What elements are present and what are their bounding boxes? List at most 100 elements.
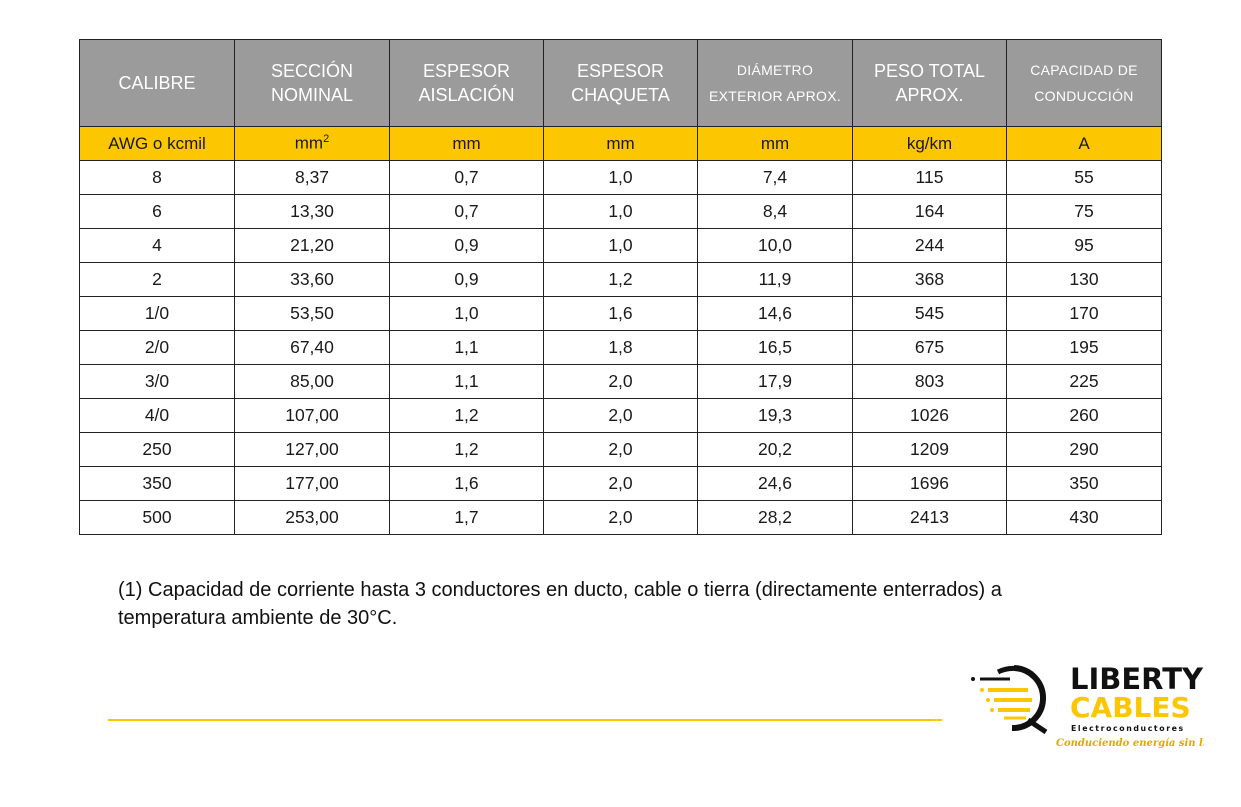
logo-word-liberty: LIBERTY — [1070, 662, 1204, 696]
cell-chaqueta: 2,0 — [543, 364, 698, 399]
footnote-line-2: temperatura ambiente de 30°C. — [118, 607, 398, 629]
unit-calibre: AWG o kcmil — [79, 126, 235, 161]
cell-seccion: 253,00 — [234, 500, 390, 535]
cell-capacidad: 260 — [1006, 398, 1162, 433]
table-units-row: AWG o kcmil mm2 mm mm mm kg/km A — [79, 126, 1162, 161]
cell-calibre: 4/0 — [79, 398, 235, 433]
cell-peso: 675 — [852, 330, 1007, 365]
cell-diametro: 7,4 — [697, 160, 853, 195]
unit-seccion: mm2 — [234, 126, 390, 161]
cell-capacidad: 55 — [1006, 160, 1162, 195]
unit-diametro: mm — [697, 126, 853, 161]
cell-calibre: 350 — [79, 466, 235, 501]
cell-diametro: 8,4 — [697, 194, 853, 229]
cell-capacidad: 430 — [1006, 500, 1162, 535]
cell-capacidad: 290 — [1006, 432, 1162, 467]
cell-peso: 1026 — [852, 398, 1007, 433]
cell-calibre: 3/0 — [79, 364, 235, 399]
cell-diametro: 24,6 — [697, 466, 853, 501]
cell-peso: 244 — [852, 228, 1007, 263]
cell-chaqueta: 2,0 — [543, 432, 698, 467]
cell-diametro: 20,2 — [697, 432, 853, 467]
cell-diametro: 10,0 — [697, 228, 853, 263]
cell-seccion: 177,00 — [234, 466, 390, 501]
cell-chaqueta: 2,0 — [543, 500, 698, 535]
logo-word-cables: CABLES — [1070, 691, 1191, 724]
footnote-line-1: (1) Capacidad de corriente hasta 3 condu… — [118, 579, 1002, 601]
cell-seccion: 67,40 — [234, 330, 390, 365]
cell-calibre: 250 — [79, 432, 235, 467]
cell-chaqueta: 1,6 — [543, 296, 698, 331]
cell-diametro: 17,9 — [697, 364, 853, 399]
cell-calibre: 4 — [79, 228, 235, 263]
cell-peso: 2413 — [852, 500, 1007, 535]
unit-capacidad: A — [1006, 126, 1162, 161]
cell-aislacion: 0,7 — [389, 194, 544, 229]
cell-diametro: 28,2 — [697, 500, 853, 535]
cell-peso: 368 — [852, 262, 1007, 297]
cell-capacidad: 350 — [1006, 466, 1162, 501]
cell-aislacion: 1,6 — [389, 466, 544, 501]
cell-chaqueta: 2,0 — [543, 466, 698, 501]
cell-aislacion: 1,1 — [389, 364, 544, 399]
cell-seccion: 13,30 — [234, 194, 390, 229]
cell-calibre: 1/0 — [79, 296, 235, 331]
unit-peso: kg/km — [852, 126, 1007, 161]
cell-aislacion: 1,2 — [389, 398, 544, 433]
cell-peso: 164 — [852, 194, 1007, 229]
cell-chaqueta: 1,2 — [543, 262, 698, 297]
cell-chaqueta: 1,0 — [543, 228, 698, 263]
logo-slogan: Conduciendo energía sin límites — [1056, 738, 1204, 749]
cell-capacidad: 130 — [1006, 262, 1162, 297]
cell-seccion: 127,00 — [234, 432, 390, 467]
cell-calibre: 2 — [79, 262, 235, 297]
header-calibre: CALIBRE — [79, 39, 235, 127]
cell-aislacion: 1,7 — [389, 500, 544, 535]
cell-capacidad: 170 — [1006, 296, 1162, 331]
cell-capacidad: 225 — [1006, 364, 1162, 399]
cell-capacidad: 75 — [1006, 194, 1162, 229]
cell-seccion: 8,37 — [234, 160, 390, 195]
cell-aislacion: 1,0 — [389, 296, 544, 331]
unit-superscript: 2 — [323, 133, 330, 146]
cell-aislacion: 0,9 — [389, 228, 544, 263]
cell-aislacion: 1,1 — [389, 330, 544, 365]
unit-aislacion: mm — [389, 126, 544, 161]
cell-calibre: 2/0 — [79, 330, 235, 365]
cell-seccion: 21,20 — [234, 228, 390, 263]
cell-diametro: 14,6 — [697, 296, 853, 331]
cell-seccion: 33,60 — [234, 262, 390, 297]
yellow-divider — [108, 719, 942, 721]
cell-chaqueta: 1,0 — [543, 160, 698, 195]
cell-chaqueta: 2,0 — [543, 398, 698, 433]
liberty-cables-logo: LIBERTY CABLES Electroconductores Conduc… — [971, 662, 1204, 749]
cell-peso: 1696 — [852, 466, 1007, 501]
logo-tagline: Electroconductores — [1071, 724, 1185, 733]
cell-diametro: 16,5 — [697, 330, 853, 365]
cell-chaqueta: 1,0 — [543, 194, 698, 229]
cell-peso: 1209 — [852, 432, 1007, 467]
logo-emblem-icon — [971, 665, 1048, 735]
cell-aislacion: 0,9 — [389, 262, 544, 297]
cell-peso: 545 — [852, 296, 1007, 331]
cell-aislacion: 1,2 — [389, 432, 544, 467]
cell-diametro: 11,9 — [697, 262, 853, 297]
cell-seccion: 53,50 — [234, 296, 390, 331]
